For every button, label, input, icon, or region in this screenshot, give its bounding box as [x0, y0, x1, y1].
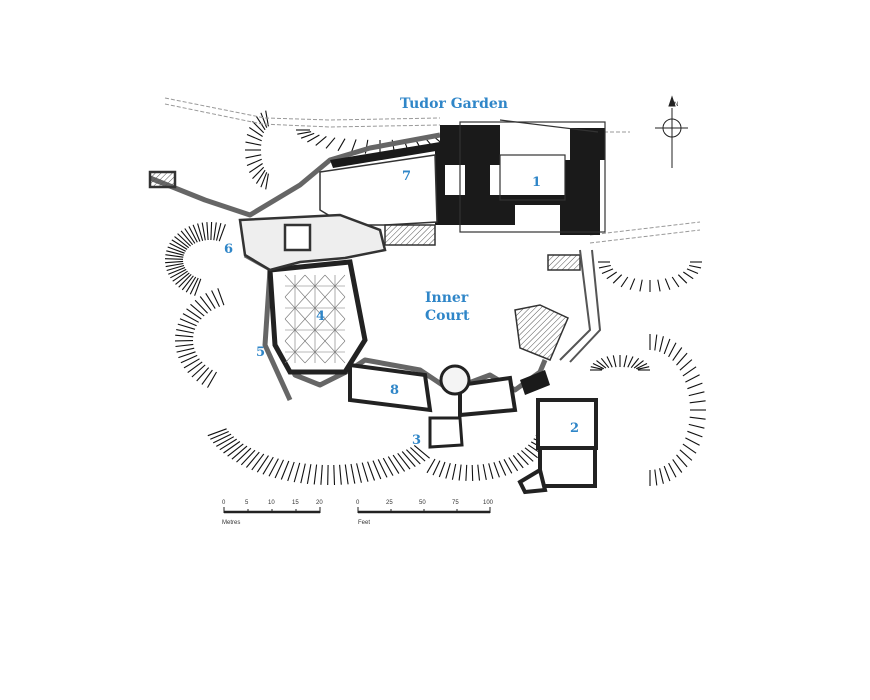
great-hall-4	[267, 259, 368, 375]
scale-f-50: 50	[419, 500, 426, 506]
label-1: 1	[532, 175, 541, 190]
scale-m-15: 15	[292, 500, 299, 506]
north-label: N	[674, 102, 678, 108]
label-8: 8	[390, 383, 399, 398]
tudor-garden-label: Tudor Garden	[400, 96, 508, 112]
tower-2	[517, 398, 598, 495]
scale-m-unit: Metres	[222, 520, 240, 526]
label-3: 3	[412, 433, 421, 448]
scale-m-10: 10	[268, 500, 275, 506]
scale-m-0: 0	[222, 500, 226, 506]
scale-bar-feet	[357, 507, 491, 514]
inner-court-label-2: Court	[425, 308, 470, 324]
east-gate	[514, 254, 581, 361]
gatehouse-3	[428, 364, 471, 449]
scale-m-5: 5	[245, 500, 249, 506]
north-range	[459, 119, 606, 233]
scale-m-20: 20	[316, 500, 323, 506]
hall-7	[319, 154, 438, 246]
label-6: 6	[224, 242, 233, 257]
label-5: 5	[256, 345, 265, 360]
north-arrow-icon	[655, 95, 688, 168]
scale-f-unit: Feet	[358, 520, 370, 526]
label-7: 7	[402, 169, 411, 184]
scale-bar-metres	[223, 507, 321, 514]
east-curtain	[559, 249, 602, 363]
north-range-walls	[330, 125, 605, 395]
inner-court-label-1: Inner	[425, 290, 469, 306]
label-4: 4	[316, 309, 325, 324]
west-tower	[148, 170, 387, 272]
moat-hachures	[164, 110, 706, 486]
approach-path	[164, 97, 701, 244]
scale-f-100: 100	[483, 500, 494, 506]
range-8	[348, 362, 518, 418]
scale-f-75: 75	[452, 500, 459, 506]
scale-f-0: 0	[356, 500, 360, 506]
scale-f-25: 25	[386, 500, 393, 506]
label-2: 2	[570, 421, 579, 436]
